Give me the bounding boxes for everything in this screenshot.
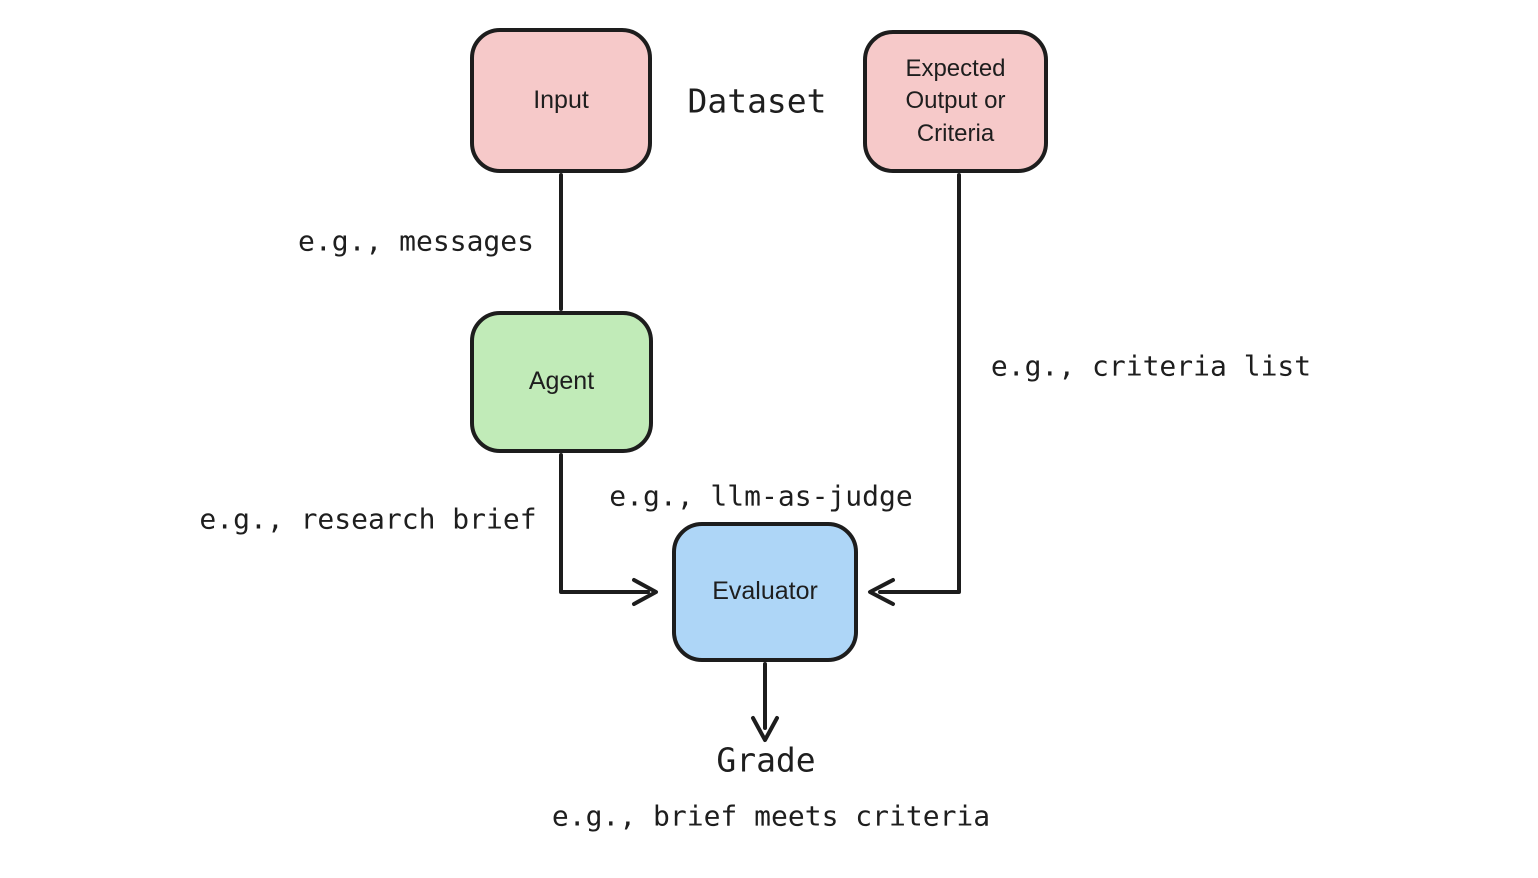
node-input: Input: [470, 28, 652, 173]
node-expected-output-or-criteria: Expected Output or Criteria: [863, 30, 1048, 173]
node-evaluator: Evaluator: [672, 522, 858, 662]
annotation-criteria-list: e.g., criteria list: [990, 349, 1312, 383]
node-input-label: Input: [533, 85, 589, 114]
arrowhead-expected-to-evaluator: [868, 578, 895, 606]
arrowhead-evaluator-to-grade: [751, 716, 779, 742]
node-evaluator-label: Evaluator: [712, 577, 818, 606]
annotation-grade-example: e.g., brief meets criteria: [551, 799, 991, 833]
arrowhead-agent-to-evaluator: [632, 578, 658, 606]
dataset-label: Dataset: [687, 81, 827, 121]
grade-label: Grade: [716, 740, 816, 780]
annotation-research-brief: e.g., research brief: [199, 502, 537, 536]
annotation-llm-as-judge: e.g., llm-as-judge: [609, 479, 913, 513]
node-agent: Agent: [470, 311, 653, 453]
annotation-messages: e.g., messages: [297, 224, 535, 258]
node-expected-output-label: Expected Output or Criteria: [905, 54, 1006, 147]
node-agent-label: Agent: [528, 367, 595, 396]
edge-agent-to-evaluator: [559, 453, 650, 594]
edge-expected-to-evaluator: [878, 173, 961, 594]
